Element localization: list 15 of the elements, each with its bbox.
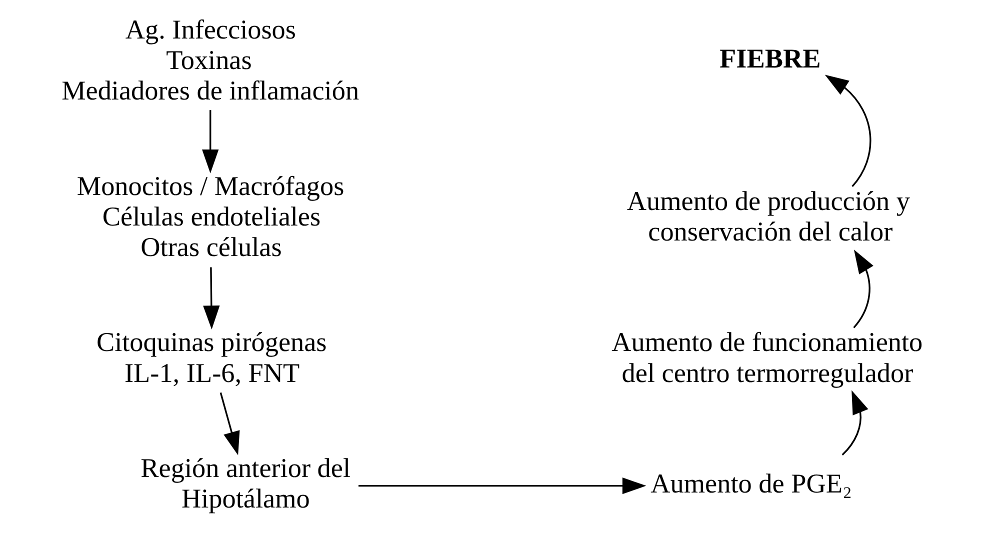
node-text: Aumento de producción y conservación del calor	[626, 186, 910, 247]
arrow	[202, 110, 218, 174]
arrow	[852, 250, 873, 328]
arrow	[219, 392, 240, 456]
arrow	[841, 390, 868, 456]
node-text: Región anterior del Hipotálamo	[140, 452, 350, 514]
arrow	[824, 74, 871, 187]
node-text: Aumento de PGE₂	[650, 468, 852, 498]
node-text: Aumento de funcionamiento del centro termorregulador	[611, 327, 922, 388]
arrow	[202, 267, 220, 330]
arrow	[358, 477, 646, 494]
node-text: Ag. Infecciosos Toxinas Mediadores de inflamación	[61, 14, 359, 106]
node-text: FIEBRE	[719, 43, 820, 74]
node-text: Citoquinas pirógenas IL-1, IL-6, FNT	[96, 327, 326, 388]
node-text: Monocitos / Macrófagos Células endoteliales Otras células	[76, 170, 344, 262]
